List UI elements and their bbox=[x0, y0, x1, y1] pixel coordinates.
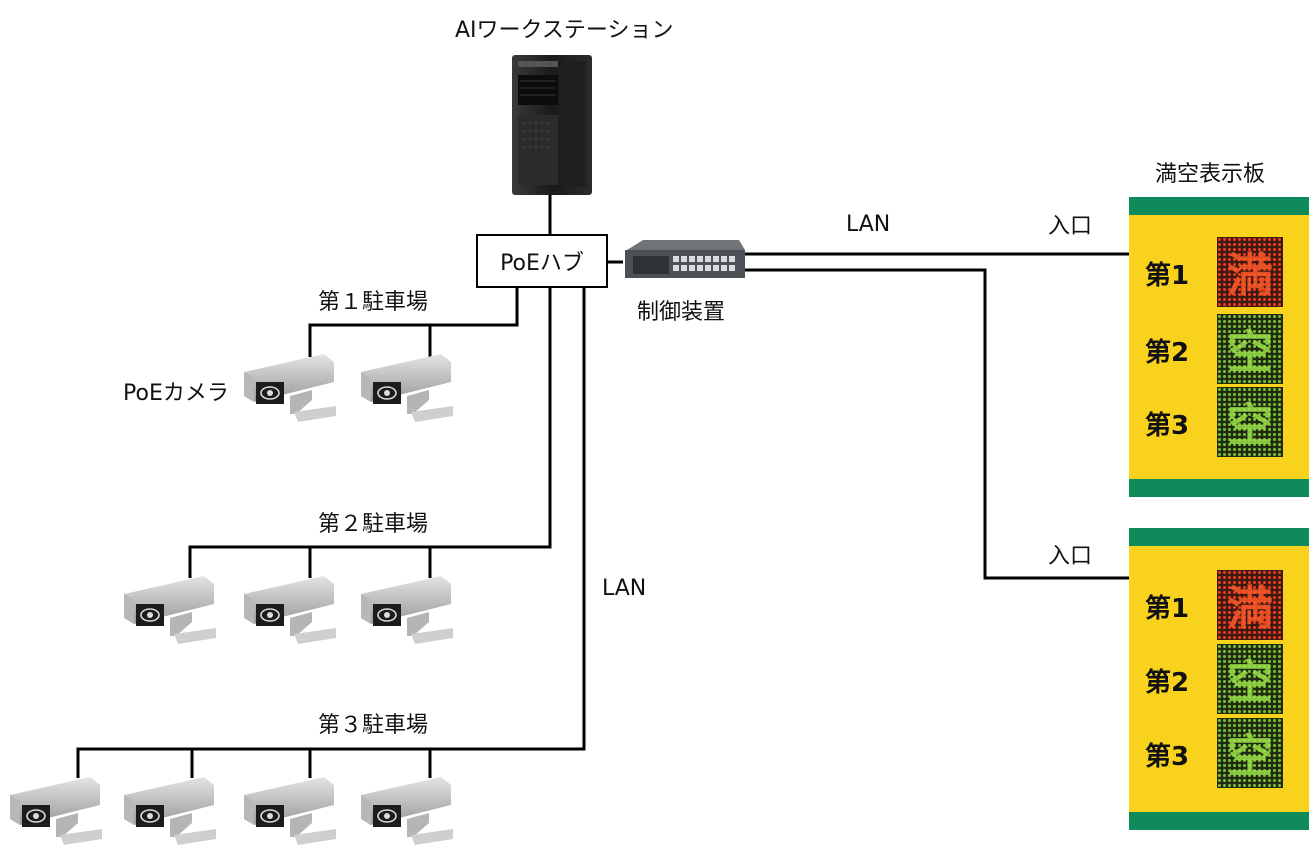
led-status-vacant: 空 bbox=[1217, 718, 1283, 788]
board-stripe-top bbox=[1129, 197, 1309, 215]
board-2-row-2: 第2 空 bbox=[1145, 644, 1295, 714]
display-title: 満空表示板 bbox=[1155, 162, 1266, 187]
workstation-icon[interactable] bbox=[512, 55, 592, 195]
board-row-label: 第3 bbox=[1145, 742, 1190, 772]
board-stripe-bottom bbox=[1129, 812, 1309, 830]
board-row-label: 第1 bbox=[1145, 594, 1190, 624]
display-board-2: 第1 満 第2 空 第3 空 bbox=[1129, 528, 1309, 830]
camera-lot2-3[interactable] bbox=[351, 574, 455, 646]
camera-label: PoEカメラ bbox=[123, 381, 229, 406]
led-status-text: 空 bbox=[1227, 655, 1273, 709]
board-row-label: 第2 bbox=[1145, 668, 1190, 698]
camera-lot2-2[interactable] bbox=[234, 574, 338, 646]
led-status-text: 空 bbox=[1227, 325, 1273, 379]
board-2-row-3: 第3 空 bbox=[1145, 718, 1295, 788]
board-1-row-1: 第1 満 bbox=[1145, 237, 1295, 307]
wire-lot3 bbox=[76, 288, 586, 778]
lan-label-vertical: LAN bbox=[602, 576, 647, 601]
board-stripe-bottom bbox=[1129, 479, 1309, 497]
camera-lot1-1[interactable] bbox=[234, 352, 338, 424]
camera-lot3-3[interactable] bbox=[234, 775, 338, 847]
poe-hub[interactable]: PoEハブ bbox=[476, 234, 608, 288]
camera-lot3-2[interactable] bbox=[114, 775, 218, 847]
camera-lot1-2[interactable] bbox=[351, 352, 455, 424]
board-1-row-3: 第3 空 bbox=[1145, 387, 1295, 457]
led-status-text: 満 bbox=[1227, 248, 1273, 302]
board-2-entrance-label: 入口 bbox=[1048, 544, 1093, 569]
parking-lot-1-label: 第１駐車場 bbox=[318, 290, 429, 315]
led-status-text: 空 bbox=[1227, 398, 1273, 452]
camera-lot2-1[interactable] bbox=[114, 574, 218, 646]
wire-switch-board2 bbox=[745, 268, 1130, 580]
led-status-full: 満 bbox=[1217, 570, 1283, 640]
led-status-vacant: 空 bbox=[1217, 387, 1283, 457]
controller-label: 制御装置 bbox=[637, 300, 726, 325]
board-1-entrance-label: 入口 bbox=[1048, 214, 1093, 239]
led-status-full: 満 bbox=[1217, 237, 1283, 307]
controller-switch-icon[interactable] bbox=[623, 240, 747, 280]
board-2-row-1: 第1 満 bbox=[1145, 570, 1295, 640]
poe-hub-label: PoEハブ bbox=[500, 251, 584, 276]
led-status-vacant: 空 bbox=[1217, 314, 1283, 384]
display-board-1: 第1 満 第2 空 第3 空 bbox=[1129, 197, 1309, 497]
board-1-row-2: 第2 空 bbox=[1145, 314, 1295, 384]
camera-lot3-1[interactable] bbox=[0, 775, 104, 847]
led-status-text: 空 bbox=[1227, 729, 1273, 783]
wire-lot1 bbox=[308, 288, 519, 357]
workstation-label: AIワークステーション bbox=[455, 18, 674, 43]
camera-lot3-4[interactable] bbox=[351, 775, 455, 847]
board-row-label: 第2 bbox=[1145, 338, 1190, 368]
parking-lot-3-label: 第３駐車場 bbox=[318, 713, 429, 738]
board-row-label: 第1 bbox=[1145, 261, 1190, 291]
board-stripe-top bbox=[1129, 528, 1309, 546]
board-row-label: 第3 bbox=[1145, 411, 1190, 441]
parking-lot-2-label: 第２駐車場 bbox=[318, 512, 429, 537]
wire-lot2 bbox=[188, 288, 552, 578]
lan-label-top: LAN bbox=[846, 212, 891, 237]
led-status-vacant: 空 bbox=[1217, 644, 1283, 714]
led-status-text: 満 bbox=[1227, 581, 1273, 635]
